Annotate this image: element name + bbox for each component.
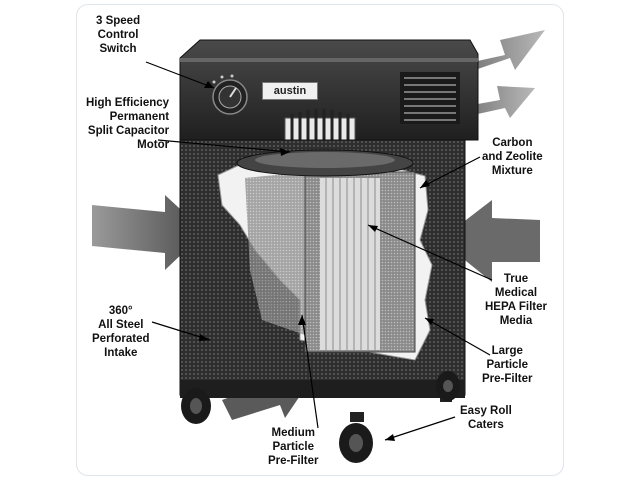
callout-medium-prefilter: Medium Particle Pre-Filter (268, 426, 319, 468)
brand-label: austin (262, 82, 318, 100)
callout-line: Switch (99, 43, 137, 55)
callout-line: Carbon (492, 137, 533, 149)
callout-hepa-media: True Medical HEPA Filter Media (485, 272, 547, 328)
callout-line: Large (491, 345, 523, 357)
callout-line: Permanent (109, 111, 170, 123)
caster-wheels (181, 371, 460, 463)
callout-line: Control (97, 29, 139, 41)
callout-line: Motor (137, 139, 170, 151)
callout-line: 3 Speed (96, 15, 141, 27)
callout-line: and Zeolite (482, 151, 543, 163)
medium-pre-filter-mesh (245, 172, 305, 335)
callout-speed-switch: 3 Speed Control Switch (96, 14, 140, 56)
hepa-filter-pleats (320, 178, 380, 350)
filter-top-lid-inner (255, 152, 395, 168)
callout-line: All Steel (98, 319, 144, 331)
callout-line: Particle (486, 359, 529, 371)
callout-line: Caters (467, 419, 504, 431)
callout-casters: Easy Roll Caters (460, 404, 512, 432)
callout-line: Pre-Filter (482, 373, 533, 385)
callout-line: Intake (104, 347, 138, 359)
callout-line: Medical (494, 287, 538, 299)
callout-line: Easy Roll (460, 405, 512, 417)
callout-carbon-zeolite: Carbon and Zeolite Mixture (482, 136, 543, 178)
callout-line: Mixture (491, 165, 533, 177)
callout-large-prefilter: Large Particle Pre-Filter (482, 344, 533, 386)
callout-line: Particle (272, 441, 315, 453)
callout-line: Pre-Filter (268, 455, 319, 467)
callout-line: Media (499, 315, 533, 327)
body-base (180, 380, 465, 398)
speed-control-knob (212, 74, 248, 115)
callout-line: Split Capacitor (87, 125, 170, 137)
callout-line: Medium (271, 427, 315, 439)
callout-arrowheads (199, 81, 434, 441)
callout-line: True (503, 273, 529, 285)
callout-line: HEPA Filter (485, 301, 547, 313)
top-housing-edge (180, 58, 478, 62)
callout-line: Perforated (92, 333, 150, 345)
callout-motor: High Efficiency Permanent Split Capacito… (86, 96, 169, 152)
callout-line: High Efficiency (86, 97, 170, 109)
vent-grille (400, 72, 460, 124)
intake-arrow-right (440, 200, 540, 282)
intake-arrow-left-upper (92, 195, 205, 270)
callout-perforated-intake: 360° All Steel Perforated Intake (92, 304, 150, 360)
callout-line: 360° (108, 305, 133, 317)
